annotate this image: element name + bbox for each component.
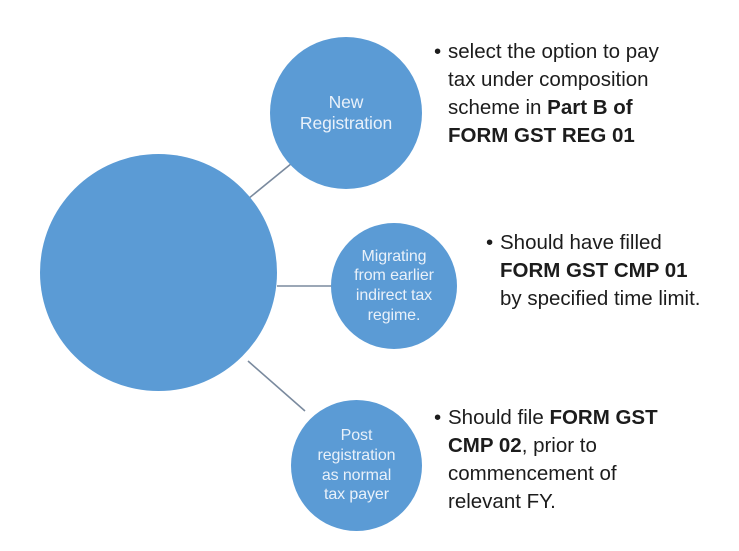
detail-new-registration-text: select the option to pay tax under compo… — [448, 40, 659, 148]
node-post-registration[interactable]: Post registration as normal tax payer — [291, 400, 422, 531]
bullet-icon: • — [434, 40, 442, 63]
node-new-registration[interactable]: New Registration — [270, 37, 422, 189]
node-post-registration-label: Post registration as normal tax payer — [317, 427, 396, 504]
node-root-circle[interactable] — [40, 154, 277, 391]
detail-post-registration-text: Should file FORM GST CMP 02, prior to co… — [448, 406, 658, 514]
node-migrating[interactable]: Migrating from earlier indirect tax regi… — [331, 223, 457, 349]
detail-migrating: • Should have filled FORM GST CMP 01 by … — [486, 229, 708, 313]
node-migrating-label: Migrating from earlier indirect tax regi… — [354, 247, 434, 324]
node-new-registration-label: New Registration — [299, 91, 393, 133]
bullet-icon: • — [486, 231, 494, 254]
bullet-icon: • — [434, 406, 442, 429]
detail-migrating-text: Should have filled FORM GST CMP 01 by sp… — [500, 231, 701, 311]
detail-post-registration: • Should file FORM GST CMP 02, prior to … — [434, 404, 684, 516]
connector-root-to-post-registration — [247, 360, 306, 412]
connector-root-to-new-registration — [242, 158, 298, 204]
detail-new-registration: • select the option to pay tax under com… — [434, 38, 680, 150]
